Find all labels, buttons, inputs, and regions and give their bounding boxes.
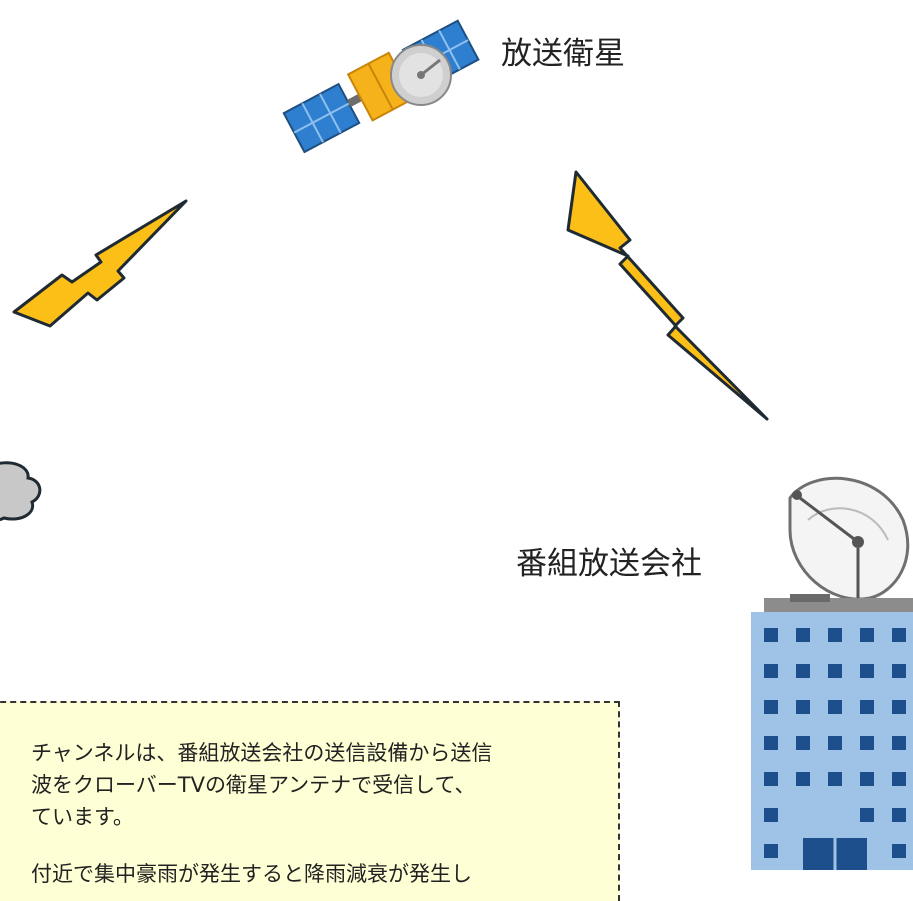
note-line-3: ています。 [31, 805, 134, 829]
diagram-canvas [0, 19, 913, 870]
note-line-4: 付近で集中豪雨が発生すると降雨減衰が発生し [31, 862, 472, 886]
satellite-label: 放送衛星 [501, 36, 625, 72]
cloud-icon [0, 461, 42, 522]
explanation-note: チャンネルは、番組放送会社の送信設備から送信 波をクローバーTVの衛星アンテナで… [0, 701, 620, 901]
lightning-icon [12, 199, 188, 328]
note-line-2: 波をクローバーTVの衛星アンテナで受信して、 [31, 773, 476, 797]
broadcaster-label: 番組放送会社 [516, 546, 702, 582]
satellite-icon [282, 19, 480, 154]
dish-antenna-icon [788, 476, 910, 601]
lightning-icon [566, 170, 769, 421]
broadcast-building-icon [751, 476, 913, 870]
note-line-1: チャンネルは、番組放送会社の送信設備から送信 [31, 741, 493, 765]
